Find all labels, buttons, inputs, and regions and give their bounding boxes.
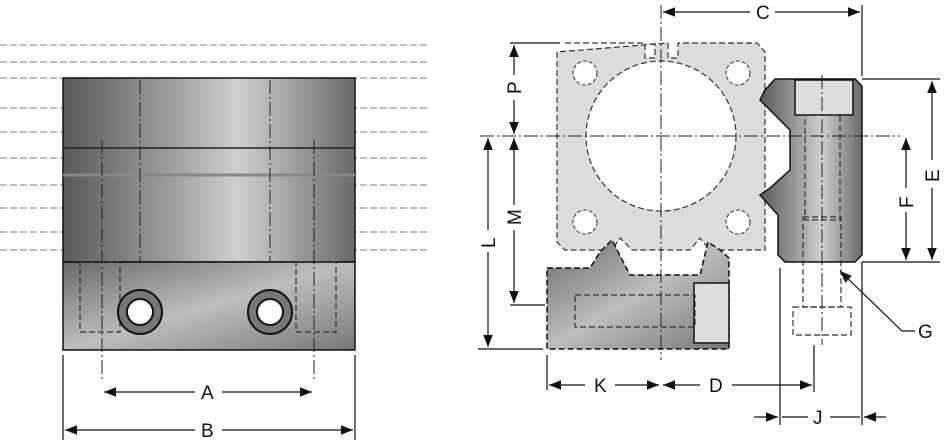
dimension-label-j: J <box>813 408 823 429</box>
bolt-hole-left <box>117 289 163 335</box>
dimension-label-p: P <box>505 81 526 94</box>
dimension-label-f: F <box>897 196 918 208</box>
front-view: A B <box>0 44 428 442</box>
dimension-label-m: M <box>505 209 526 225</box>
dimension-label-e: E <box>923 169 944 182</box>
dimension-label-l: L <box>479 237 500 248</box>
right-clamp-block <box>758 78 863 263</box>
clamp-body-upper <box>62 77 356 263</box>
side-view: C P M L E F K D <box>478 3 944 429</box>
dimension-label-d: D <box>709 376 723 397</box>
dimension-label-k: K <box>594 376 607 397</box>
dimension-label-b: B <box>201 421 214 442</box>
dimension-label-g: G <box>918 322 933 343</box>
bolt-hole-right <box>247 289 293 335</box>
dimension-label-c: C <box>756 3 770 24</box>
dimension-label-a: A <box>201 383 214 404</box>
clamp-body-lower <box>62 261 356 351</box>
